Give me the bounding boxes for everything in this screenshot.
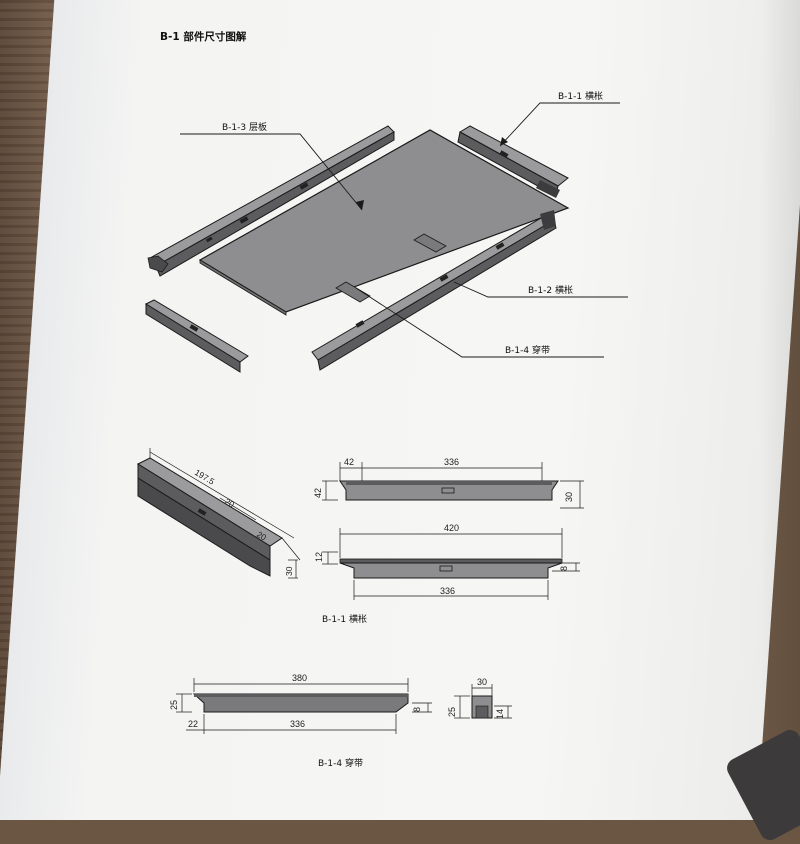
shelf-panel-edge bbox=[199, 259, 287, 316]
dim-iso-length: 197.5 bbox=[193, 467, 217, 487]
dim-end-inner: 14 bbox=[495, 709, 505, 719]
cross-brace-b114-lower bbox=[335, 281, 371, 303]
b114-end-view: 30 25 14 bbox=[447, 677, 512, 719]
dim-top-height-left: 42 bbox=[313, 488, 323, 498]
page-right-shadow bbox=[760, 0, 800, 800]
b114-side-view: 380 25 8 22 336 B-1-4 穿带 bbox=[169, 673, 432, 769]
dim-top-height-right: 30 bbox=[564, 492, 574, 502]
b111-isometric-view: 197.5 20 20 30 bbox=[136, 448, 301, 579]
dim-front-total: 420 bbox=[444, 523, 459, 533]
dim-end-width: 30 bbox=[477, 677, 487, 687]
dim-side-total: 380 bbox=[292, 673, 307, 683]
callout-b113: B-1-3 层板 bbox=[222, 121, 267, 133]
rail-b112-top bbox=[147, 125, 395, 277]
dim-side-offset: 22 bbox=[188, 719, 198, 729]
arrow-head bbox=[500, 137, 508, 146]
dim-side-right-height: 8 bbox=[412, 707, 422, 712]
exploded-view: B-1-3 层板 B-1-1 横枨 B-1-2 横枨 B-1-4 穿带 bbox=[144, 90, 628, 373]
dim-front-right-height: 8 bbox=[559, 566, 569, 571]
b111-top-view: 42 336 42 30 bbox=[313, 457, 584, 509]
callout-b112: B-1-2 横枨 bbox=[528, 284, 573, 296]
dim-end-height: 25 bbox=[447, 707, 457, 717]
dim-top-width: 336 bbox=[444, 457, 459, 467]
callout-b111: B-1-1 横枨 bbox=[558, 90, 603, 102]
caption-b111: B-1-1 横枨 bbox=[322, 613, 367, 625]
page-title: B-1 部件尺寸图解 bbox=[160, 30, 247, 43]
rail-b111-bottom bbox=[144, 299, 249, 373]
dim-side-bottom: 336 bbox=[290, 719, 305, 729]
dim-front-bottom: 336 bbox=[440, 586, 455, 596]
caption-b114: B-1-4 穿带 bbox=[318, 757, 363, 769]
cross-brace-b114-upper bbox=[413, 233, 447, 253]
assembly-drawing: B-1 部件尺寸图解 bbox=[136, 30, 628, 769]
rail-b111-top bbox=[457, 125, 569, 198]
arrow-head bbox=[356, 200, 364, 210]
dim-iso-height: 30 bbox=[284, 566, 294, 576]
b111-front-view: 420 12 8 336 B-1-1 横枨 bbox=[314, 523, 580, 625]
callout-b114: B-1-4 穿带 bbox=[505, 344, 550, 356]
callout-leaders bbox=[180, 102, 628, 358]
dim-top-left: 42 bbox=[344, 457, 354, 467]
rail-b112-bottom bbox=[311, 210, 557, 371]
dim-front-left-height: 12 bbox=[314, 552, 324, 562]
dim-side-left-height: 25 bbox=[169, 700, 179, 710]
